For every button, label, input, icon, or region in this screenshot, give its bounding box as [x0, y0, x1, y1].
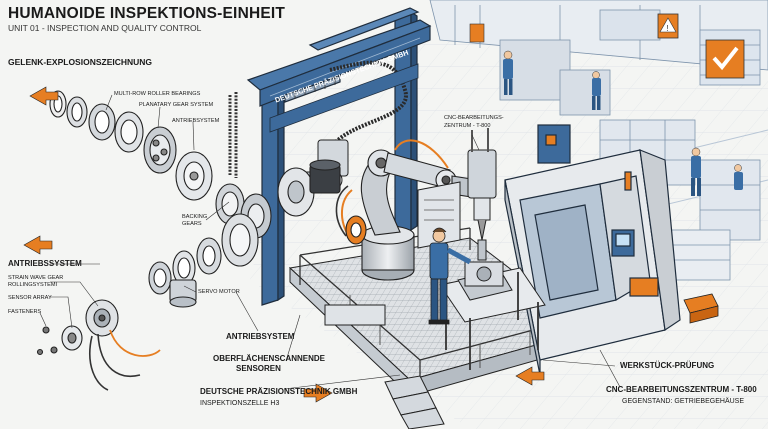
flange-plate	[277, 167, 315, 217]
exploded-joint-components	[36, 90, 367, 391]
label-strain-wave-1: STRAIN WAVE GEAR	[8, 275, 64, 281]
bearing-1	[66, 96, 88, 128]
servo-motor-part	[169, 279, 197, 308]
info-sign	[469, 23, 485, 43]
background-worker-3	[691, 147, 701, 196]
gear-ring	[148, 261, 172, 295]
workpiece-box	[683, 293, 719, 324]
label-drive-top: ANTRIEBSYSTEM	[172, 118, 220, 124]
fastener-3	[36, 348, 44, 356]
gantry-sign-plate	[269, 63, 419, 133]
strain-wave-gear	[85, 299, 119, 337]
label-exploded-view: GELENK-EXPLOSIONSZEICHNUNG	[8, 57, 153, 67]
label-cnc-center-full: CNC-BEARBEITUNGSZENTRUM - T-800	[606, 385, 757, 394]
label-surface-sensors-1: OBERFLÄCHENSCANNENDE	[213, 354, 326, 363]
page-subtitle: UNIT 01 - INSPECTION AND QUALITY CONTROL	[8, 23, 202, 33]
label-drive-left: ANTRIEBSSYSTEM	[8, 259, 82, 268]
cnc-spindle	[467, 128, 497, 261]
label-backing-gears-1: BACKING	[182, 214, 208, 220]
sensor-cables	[89, 329, 161, 391]
label-subject: GEGENSTAND: GETRIEBEGEHÄUSE	[622, 398, 745, 405]
label-multirow-bearings: MULTI-ROW ROLLER BEARINGS	[114, 91, 201, 97]
label-cnc-center-1: CNC-BEARBEITUNGS-	[444, 115, 504, 121]
background-worker-2	[592, 71, 601, 110]
label-company: DEUTSCHE PRÄZISIONSTECHNIK GMBH	[200, 387, 358, 396]
factory-background	[429, 0, 768, 281]
drive-housing	[175, 151, 213, 201]
bearing-4	[196, 237, 222, 275]
fastener-1	[42, 326, 50, 334]
checkmark-sign	[705, 39, 745, 79]
cnc-machine	[504, 124, 681, 376]
label-planetary-gear: PLANATARY GEAR SYSTEM	[139, 102, 214, 108]
page-title: HUMANOIDE INSPEKTIONS-EINHEIT	[8, 5, 286, 22]
cable-chain-vertical	[228, 92, 238, 178]
label-cell: INSPEKTIONSZELLE H3	[200, 400, 280, 407]
label-surface-sensors-2: SENSOREN	[236, 364, 281, 373]
label-drive-bottom: ANTRIEBSYSTEM	[226, 332, 295, 341]
robot-cabinet	[417, 181, 461, 249]
worker	[428, 227, 472, 325]
label-backing-gears-2: GEARS	[182, 221, 202, 227]
arrow-icon	[23, 86, 545, 403]
cable-chain	[328, 60, 408, 152]
bearing-3	[114, 111, 144, 153]
label-workpiece-check: WERKSTÜCK-PRÜFUNG	[620, 361, 715, 370]
robot-arm	[335, 139, 479, 281]
robot-joint-cluster	[345, 215, 367, 245]
background-worker-4	[734, 164, 743, 190]
label-strain-wave-2: ROLLINGSYSTEMI	[8, 282, 58, 288]
drive-housing-2	[221, 213, 259, 267]
label-fasteners: FASTENERS	[8, 309, 42, 315]
bearing-2	[88, 103, 116, 141]
label-servo-motor: SERVO MOTOR	[198, 289, 240, 295]
warning-sign: !	[657, 13, 679, 39]
background-worker-1	[503, 50, 513, 95]
fastener-2	[50, 346, 58, 354]
svg-text:!: !	[666, 24, 668, 33]
planetary-gear	[143, 126, 177, 174]
label-cnc-center-2: ZENTRUM - T-800	[444, 123, 491, 129]
label-sensor-array: SENSOR ARRAY	[8, 295, 52, 301]
leader-lines	[39, 94, 621, 390]
sensor-disc	[61, 325, 83, 351]
servo-motor-gantry	[309, 159, 341, 194]
